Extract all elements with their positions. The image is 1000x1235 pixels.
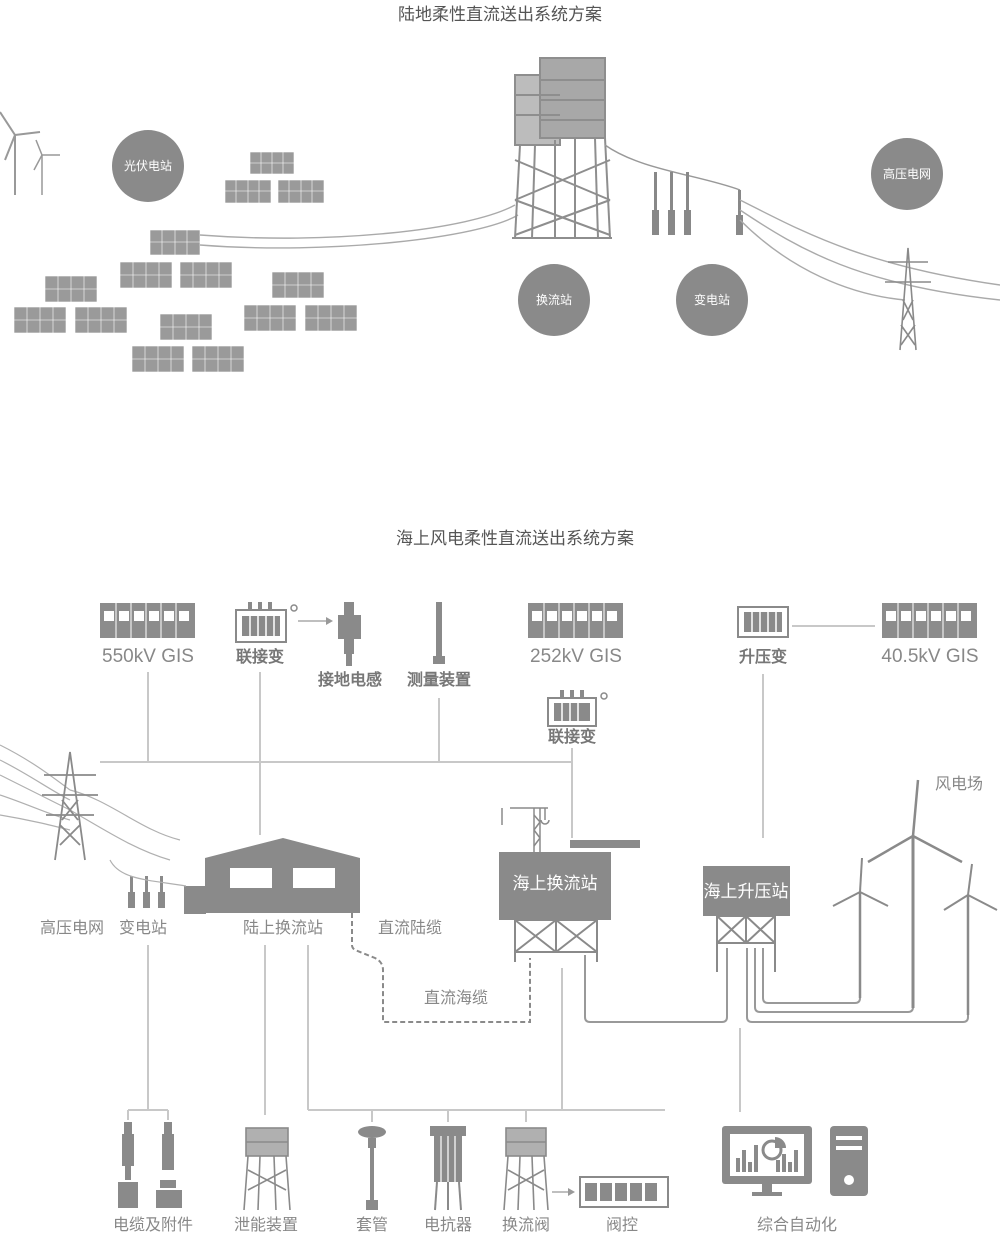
valve-arrow-icon bbox=[552, 1188, 575, 1196]
gis-252-label: 252kV GIS bbox=[530, 646, 622, 667]
substation-wire bbox=[109, 859, 187, 887]
cable-accessory-icon bbox=[118, 1122, 182, 1208]
substation-label: 变电站 bbox=[694, 292, 730, 307]
pv-cable-2 bbox=[199, 214, 519, 249]
grid-node-label: 高压电网 bbox=[40, 918, 104, 937]
array-cables bbox=[584, 845, 969, 1023]
link-transformer-2-label: 联接变 bbox=[548, 727, 596, 746]
bottom-connectors bbox=[127, 945, 741, 1122]
offshore-converter-platform-icon: 海上换流站 bbox=[499, 807, 640, 962]
reactor-icon bbox=[430, 1126, 466, 1211]
grid-transmission-lines bbox=[0, 744, 181, 861]
converter-station-badge: 换流站 bbox=[518, 264, 590, 336]
wind-farm-label: 风电场 bbox=[935, 774, 983, 793]
offshore-booster-platform-icon: 海上升压站 bbox=[703, 866, 790, 972]
onshore-converter-label: 陆上换流站 bbox=[243, 918, 323, 937]
hv-line-3 bbox=[739, 209, 1000, 301]
pv-plant-badge: 光伏电站 bbox=[112, 130, 184, 202]
offshore-booster-label: 海上升压站 bbox=[704, 882, 789, 902]
measurement-device-icon bbox=[433, 602, 445, 664]
step-up-transformer-icon bbox=[737, 606, 789, 638]
pv-plant-label: 光伏电站 bbox=[124, 159, 172, 173]
grid-pylon-icon bbox=[42, 751, 98, 861]
substation-node-label: 变电站 bbox=[119, 918, 167, 937]
energy-dissipation-label: 泄能装置 bbox=[234, 1215, 298, 1234]
gis-40-label: 40.5kV GIS bbox=[881, 646, 978, 667]
grounding-reactor-icon bbox=[338, 602, 361, 666]
substation-icon bbox=[128, 876, 206, 914]
substation-badge: 变电站 bbox=[676, 264, 748, 336]
grid-badge: 高压电网 bbox=[871, 138, 943, 210]
link-transformer-2-icon bbox=[547, 690, 608, 727]
bottom-title: 海上风电柔性直流送出系统方案 bbox=[396, 529, 634, 549]
hv-line-4 bbox=[739, 219, 906, 301]
energy-dissipation-icon bbox=[243, 1127, 291, 1211]
top-scheme: 陆地柔性直流送出系统方案 光伏电站 bbox=[0, 5, 1000, 373]
measurement-device-label: 测量装置 bbox=[407, 670, 471, 689]
link-transformer-label: 联接变 bbox=[236, 647, 284, 666]
automation-label: 综合自动化 bbox=[757, 1215, 837, 1234]
gis-550-label: 550kV GIS bbox=[102, 646, 194, 667]
equipment-connectors bbox=[100, 672, 764, 838]
converter-valve-icon bbox=[503, 1127, 549, 1211]
transmission-pylon-icon bbox=[885, 247, 931, 351]
converter-valve-label: 换流阀 bbox=[502, 1215, 550, 1234]
bushing-icon bbox=[358, 1126, 386, 1210]
dc-cable-path bbox=[351, 913, 531, 1023]
arrow-icon bbox=[298, 617, 333, 625]
reactor-label: 电抗器 bbox=[424, 1215, 472, 1234]
bushing-label: 套管 bbox=[356, 1215, 388, 1234]
gis-40-cabinet-icon bbox=[882, 603, 977, 638]
grid-label: 高压电网 bbox=[883, 166, 931, 181]
small-wind-turbine-icon bbox=[0, 111, 60, 195]
top-title: 陆地柔性直流送出系统方案 bbox=[398, 5, 602, 25]
dc-land-cable-label: 直流陆缆 bbox=[378, 918, 442, 937]
bottom-scheme: 海上风电柔性直流送出系统方案 550kV GIS 联接变 接地电 bbox=[0, 529, 998, 1234]
link-transformer-icon bbox=[235, 602, 298, 643]
grounding-reactor-label: 接地电感 bbox=[318, 670, 382, 689]
solar-panel-array-icon bbox=[13, 151, 358, 373]
dc-sea-cable-label: 直流海缆 bbox=[424, 988, 488, 1007]
hv-line-1 bbox=[604, 144, 741, 191]
onshore-converter-building-icon bbox=[205, 838, 360, 913]
automation-monitor-icon bbox=[722, 1126, 868, 1196]
gis-252-cabinet-icon bbox=[528, 603, 623, 638]
converter-station-label: 换流站 bbox=[536, 293, 572, 307]
wind-turbine-icon bbox=[832, 779, 998, 1015]
pv-cable-1 bbox=[199, 204, 516, 239]
converter-valve-tower-icon bbox=[512, 57, 612, 239]
valve-control-label: 阀控 bbox=[606, 1215, 638, 1234]
hv-line-2 bbox=[739, 199, 1000, 286]
bushing-string-icon bbox=[652, 172, 743, 235]
cable-accessory-label: 电缆及附件 bbox=[113, 1215, 193, 1234]
valve-control-cabinet-icon bbox=[579, 1176, 669, 1208]
offshore-converter-label: 海上换流站 bbox=[513, 874, 598, 894]
step-up-transformer-label: 升压变 bbox=[739, 647, 787, 666]
gis-550-cabinet-icon bbox=[100, 603, 195, 638]
